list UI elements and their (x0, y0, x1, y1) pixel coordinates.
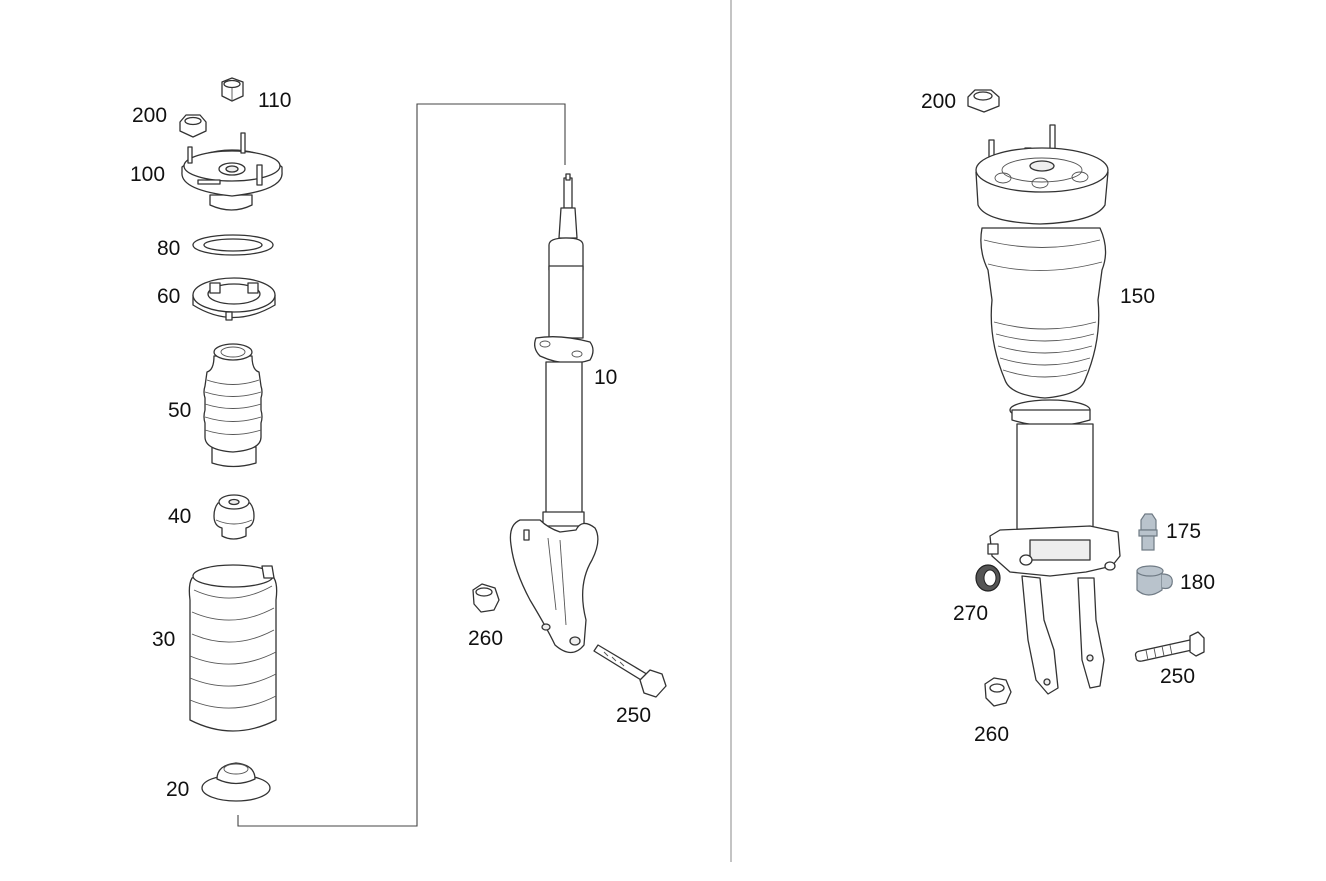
label-270: 270 (953, 602, 988, 625)
label-200-right: 200 (921, 90, 956, 113)
part-175-valve[interactable] (1138, 513, 1158, 551)
part-180-cap[interactable] (1136, 565, 1173, 596)
part-200-nut[interactable] (179, 114, 207, 138)
part-150-air-strut[interactable] (975, 124, 1121, 695)
part-250-bolt[interactable] (593, 644, 667, 698)
part-40-bump-stop[interactable] (213, 494, 255, 540)
label-250-right: 250 (1160, 665, 1195, 688)
label-30: 30 (152, 628, 175, 651)
part-270-seal-ring[interactable] (975, 564, 1001, 592)
label-260-right: 260 (974, 723, 1009, 746)
left-assembly: 110 200 100 80 (130, 77, 667, 802)
part-110-nut[interactable] (221, 77, 244, 102)
part-10-shock-absorber[interactable] (509, 173, 599, 654)
label-80: 80 (157, 237, 180, 260)
part-30-coil-spring[interactable] (188, 564, 278, 732)
part-200-nut-right[interactable] (967, 89, 1000, 113)
part-50-dust-boot[interactable] (203, 343, 263, 468)
label-180: 180 (1180, 571, 1215, 594)
label-40: 40 (168, 505, 191, 528)
label-110: 110 (258, 89, 291, 112)
part-260-nut-right[interactable] (984, 677, 1012, 707)
label-10: 10 (594, 366, 617, 389)
assembly-bracket-line (237, 103, 566, 827)
label-60: 60 (157, 285, 180, 308)
part-80-ring[interactable] (192, 234, 274, 256)
part-20-spring-pad[interactable] (201, 762, 271, 802)
label-250: 250 (616, 704, 651, 727)
label-260: 260 (468, 627, 503, 650)
label-100: 100 (130, 163, 165, 186)
label-20: 20 (166, 778, 189, 801)
label-200: 200 (132, 104, 167, 127)
part-250-bolt-right[interactable] (1134, 631, 1205, 662)
part-100-strut-mount[interactable] (181, 132, 283, 211)
label-175: 175 (1166, 520, 1201, 543)
part-60-spring-seat[interactable] (192, 277, 276, 321)
label-150: 150 (1120, 285, 1155, 308)
label-50: 50 (168, 399, 191, 422)
right-assembly: 200 (921, 89, 1215, 746)
part-260-nut[interactable] (472, 583, 500, 613)
